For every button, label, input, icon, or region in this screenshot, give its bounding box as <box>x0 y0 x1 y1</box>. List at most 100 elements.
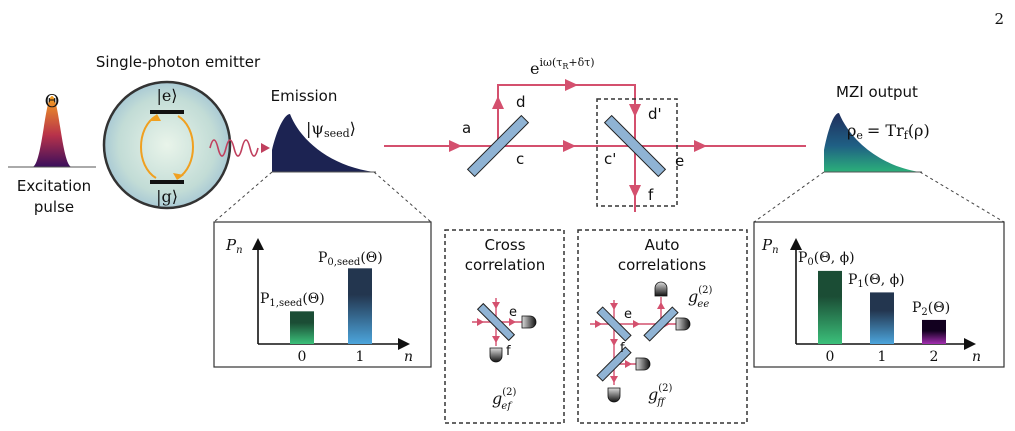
ket-e-label: |e⟩ <box>156 86 177 105</box>
auto-detector-top-icon <box>654 281 668 297</box>
mzi-bar-label-1-main: P <box>848 272 857 288</box>
auto-detector-side-icon <box>635 357 651 371</box>
emitter-circle <box>102 80 232 210</box>
auto-arrow-in-h <box>595 320 602 328</box>
beam-splitter-1 <box>466 114 530 178</box>
auto-detector-right-icon <box>675 317 691 331</box>
excitation-pulse <box>8 96 96 168</box>
auto-arrow-in-v <box>610 303 618 310</box>
mzi-pulse <box>824 113 920 172</box>
interferometer <box>384 79 806 212</box>
mzi-bar-label-0: P0(Θ, ϕ) <box>798 250 855 268</box>
mzi-bar-label-2-tail: (Θ) <box>928 300 950 316</box>
auto-correlation-panel: Auto correlations e f g(2)ee <box>577 229 748 424</box>
emission-pulse <box>272 114 374 172</box>
auto-title-line1: Auto <box>645 236 680 254</box>
auto-beam-splitter-2 <box>643 306 679 342</box>
mzi-bar-label-2-sub: 2 <box>921 307 927 318</box>
emitter-sphere <box>102 80 232 210</box>
mzi-title: MZI output <box>836 83 918 101</box>
seed-bar-label-1-sub: 0,seed <box>327 257 361 268</box>
page-number: 2 <box>994 10 1004 28</box>
auto-arrow-up <box>657 302 665 309</box>
beam-arrow-c <box>563 140 576 152</box>
phase-factor: eiω(τR+δτ) <box>530 56 595 78</box>
auto-g2-ff-label: g(2)ff <box>648 383 673 408</box>
auto-title-line2: correlations <box>618 256 706 274</box>
seed-y-label: Pn <box>225 236 243 256</box>
mzi-bar-n2 <box>922 319 946 344</box>
mzi-x-label: n <box>972 349 981 365</box>
emission-arc <box>177 115 194 179</box>
port-cprime-label: c' <box>604 150 616 168</box>
mzi-bar-label-0-tail: (Θ, ϕ) <box>814 250 855 266</box>
seed-zoom-line-left <box>213 171 273 223</box>
theta-label: Θ <box>45 91 60 112</box>
mzi-y-label-sub: n <box>772 245 778 256</box>
port-e-label: e <box>675 152 684 170</box>
port-f-label: f <box>648 186 654 204</box>
seed-x-axis-arrow <box>398 338 410 350</box>
seed-bar-label-0: P1,seed(Θ) <box>260 291 325 309</box>
cross-g2-sub: ef <box>501 401 513 412</box>
mzi-bar-label-0-main: P <box>798 250 807 266</box>
seed-bar-n1 <box>348 268 372 344</box>
cross-correlation-panel: Cross correlation e f g(2)ef <box>444 229 565 424</box>
psi-seed-main: |ψ <box>306 119 324 138</box>
seed-bar-label-1: P0,seed(Θ) <box>318 250 383 268</box>
mzi-bar-label-1-tail: (Θ, ϕ) <box>864 272 905 288</box>
mzi-y-label: Pn <box>761 236 779 256</box>
beam-arrow-e <box>694 140 707 152</box>
seed-bar-n0 <box>290 311 314 344</box>
beam-arrow-dprime <box>629 104 641 117</box>
cross-arrow-in-h <box>477 318 484 326</box>
seed-zoom-line-right <box>373 171 432 223</box>
cross-port-f: f <box>506 344 511 359</box>
rho-equation: ρe= Trf(ρ) <box>847 121 930 142</box>
auto-beam-splitter-3 <box>596 346 632 382</box>
beam-splitter-2 <box>603 114 667 178</box>
beam-arrow-f <box>629 185 641 198</box>
cross-g2-main: g <box>492 389 502 408</box>
cross-g2-label: g(2) ef <box>492 387 517 412</box>
seed-y-label-sub: n <box>236 245 242 256</box>
mzi-tick-0: 0 <box>826 349 835 365</box>
seed-bar-label-0-main: P <box>260 291 269 307</box>
cross-detector-f-icon <box>489 347 503 363</box>
rho-sub: e <box>856 129 863 142</box>
seed-tick-1: 1 <box>356 349 365 365</box>
emission-arrowhead <box>173 173 184 180</box>
mzi-tick-1: 1 <box>878 349 887 365</box>
excitation-pulse-shape <box>8 96 95 167</box>
second-splitter-frame <box>596 98 678 207</box>
beam-arrow-delay <box>565 79 578 91</box>
cross-arrow-out-v <box>492 336 500 343</box>
beam-arrow-d <box>492 96 504 109</box>
mzi-zoom-line-left <box>753 171 825 223</box>
excitation-label-line2: pulse <box>34 198 74 216</box>
phase-exponent: iω(τ <box>539 56 562 69</box>
mzi-x-axis-arrow <box>964 338 976 350</box>
mzi-bar-label-0-sub: 0 <box>807 257 813 268</box>
auto-arrow-f-side <box>625 360 632 368</box>
mzi-y-axis-arrow <box>790 238 802 250</box>
auto-port-e: e <box>624 307 632 322</box>
auto-g2-ff-main: g <box>648 385 658 404</box>
absorption-arrowhead <box>150 114 161 121</box>
ket-g-label: |g⟩ <box>156 187 178 206</box>
mzi-y-label-main: P <box>761 236 773 254</box>
rho-rhs-sub: f <box>904 129 909 142</box>
auto-g2-ee-sup: (2) <box>698 285 712 296</box>
auto-port-f: f <box>620 341 625 356</box>
cross-g2-sup: (2) <box>502 387 516 398</box>
auto-g2-ff-sub: ff <box>656 397 666 408</box>
seed-bar-label-1-tail: (Θ) <box>360 250 382 266</box>
excitation-label-line1: Excitation <box>17 177 91 195</box>
phase-base: e <box>530 59 539 78</box>
cross-detector-e-icon <box>521 315 537 329</box>
mzi-zoom-line-right <box>919 171 1005 223</box>
port-d-label: d <box>516 93 526 111</box>
mzi-bar-n1 <box>870 292 894 344</box>
seed-bar-label-1-main: P <box>318 250 327 266</box>
